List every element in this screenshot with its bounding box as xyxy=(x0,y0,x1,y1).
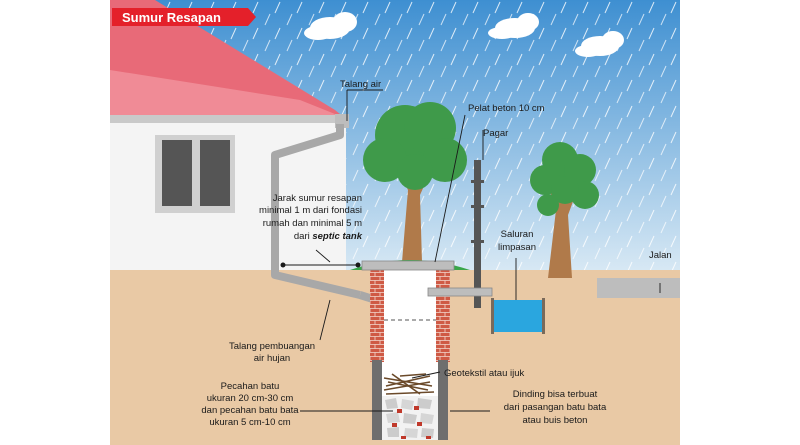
svg-text:Pecahan batu: Pecahan batu xyxy=(221,381,280,392)
roof-eave xyxy=(110,115,347,123)
label-pagar: Pagar xyxy=(483,128,508,139)
runoff-channel xyxy=(493,300,543,332)
cloud-icon xyxy=(304,12,357,40)
stone-fill xyxy=(382,396,438,440)
label-jarak: Jarak sumur resapan minimal 1 m dari fon… xyxy=(259,193,363,242)
label-jalan: Jalan xyxy=(649,250,672,261)
tree-right xyxy=(530,142,599,278)
svg-text:ukuran 20 cm-30 cm: ukuran 20 cm-30 cm xyxy=(207,393,294,404)
svg-text:atau buis beton: atau buis beton xyxy=(523,415,588,426)
leader-lines xyxy=(283,89,661,412)
svg-text:rumah dan minimal 5 m: rumah dan minimal 5 m xyxy=(263,218,362,229)
title-badge: Sumur Resapan xyxy=(112,8,256,26)
svg-text:Dinding bisa terbuat: Dinding bisa terbuat xyxy=(513,389,598,400)
svg-text:limpasan: limpasan xyxy=(498,242,536,253)
fence xyxy=(474,160,481,308)
concrete-slab-side xyxy=(427,287,493,297)
svg-text:dan pecahan batu bata: dan pecahan batu bata xyxy=(201,405,299,416)
label-pecahan: Pecahan batu ukuran 20 cm-30 cm dan peca… xyxy=(201,381,299,428)
svg-text:Saluran: Saluran xyxy=(501,229,534,240)
svg-text:air hujan: air hujan xyxy=(254,353,290,364)
label-dinding: Dinding bisa terbuat dari pasangan batu … xyxy=(504,389,607,426)
label-geotekstil: Geotekstil atau ijuk xyxy=(444,368,525,379)
label-talang-air: Talang air xyxy=(340,79,381,90)
label-talang-pembuangan: Talang pembuangan air hujan xyxy=(229,341,315,364)
concrete-slab xyxy=(361,260,455,271)
downspout-pipe xyxy=(271,124,361,299)
label-pelat-beton: Pelat beton 10 cm xyxy=(468,103,545,114)
svg-text:Talang pembuangan: Talang pembuangan xyxy=(229,341,315,352)
cloud-icon xyxy=(575,31,624,57)
svg-text:minimal 1 m dari fondasi: minimal 1 m dari fondasi xyxy=(259,205,362,216)
cloud-icon xyxy=(488,13,539,39)
geotextile-layer xyxy=(383,373,435,395)
window xyxy=(155,135,235,213)
road xyxy=(597,278,680,298)
label-saluran: Saluran limpasan xyxy=(498,229,536,253)
title: Sumur Resapan xyxy=(122,10,221,25)
svg-text:dari septic tank: dari septic tank xyxy=(294,231,363,242)
svg-text:ukuran 5 cm-10 cm: ukuran 5 cm-10 cm xyxy=(209,417,290,428)
roof-shade xyxy=(110,70,345,118)
marker-dot xyxy=(280,262,286,268)
tree-left xyxy=(363,102,467,262)
svg-text:dari pasangan batu bata: dari pasangan batu bata xyxy=(504,402,607,413)
marker-dot xyxy=(355,262,361,268)
svg-text:Jarak sumur resapan: Jarak sumur resapan xyxy=(273,193,362,204)
